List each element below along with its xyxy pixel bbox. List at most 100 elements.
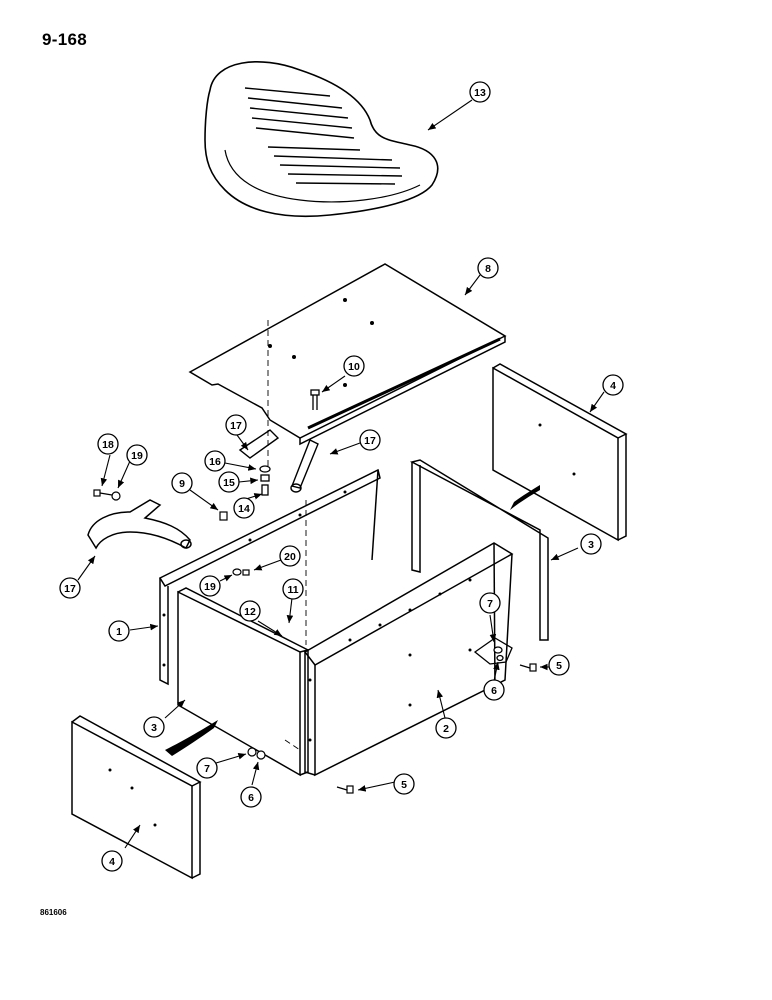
callout-leaders [77, 99, 605, 849]
callout-circle [199, 575, 221, 597]
callout-circle [580, 533, 602, 555]
callout-circle [204, 450, 226, 472]
washer-nut-19-20 [232, 568, 250, 576]
callout-label: 7 [487, 598, 493, 610]
callout-c9: 9 [171, 472, 193, 494]
bolt-10 [310, 389, 320, 410]
callout-circle [126, 444, 148, 466]
callout-label: 5 [556, 660, 562, 672]
callout-c7b: 7 [479, 592, 501, 614]
callout-c3b: 3 [580, 533, 602, 555]
callout-c1: 1 [108, 620, 130, 642]
callout-circle [233, 497, 255, 519]
callout-circle [196, 757, 218, 779]
seat-belt-strap [87, 499, 192, 550]
front-panel [177, 587, 309, 777]
callout-c13: 13 [469, 81, 491, 103]
callout-label: 12 [244, 606, 256, 618]
callout-label: 11 [287, 584, 298, 596]
callout-c15: 15 [218, 471, 240, 493]
callout-circle [225, 414, 247, 436]
callout-c5a: 5 [393, 773, 415, 795]
lid-strap-left [238, 429, 280, 459]
callout-circle [108, 620, 130, 642]
callout-circle [101, 850, 123, 872]
callout-label: 20 [284, 551, 296, 563]
callout-c2: 2 [435, 717, 457, 739]
callout-label: 8 [485, 263, 491, 275]
callout-circle [282, 578, 304, 600]
callout-circle [97, 433, 119, 455]
callout-c8: 8 [477, 257, 499, 279]
assembly-arrows [165, 485, 540, 756]
callout-c11: 11 [282, 578, 304, 600]
callout-c17a: 17 [225, 414, 247, 436]
side-panel-right [492, 363, 628, 542]
callout-c16: 16 [204, 450, 226, 472]
rear-panel [158, 468, 381, 686]
callout-circle [548, 654, 570, 676]
callout-circle [218, 471, 240, 493]
callout-circle [479, 592, 501, 614]
callout-label: 7 [204, 763, 210, 775]
callout-label: 6 [248, 792, 254, 804]
callout-label: 3 [151, 722, 157, 734]
callout-c12: 12 [239, 600, 261, 622]
callout-c4a: 4 [602, 374, 624, 396]
callout-c10: 10 [343, 355, 365, 377]
callout-c6a: 6 [240, 786, 262, 808]
callout-label: 1 [116, 626, 122, 638]
callout-c14: 14 [233, 497, 255, 519]
callout-label: 15 [223, 477, 235, 489]
callout-label: 5 [401, 779, 407, 791]
bolt-5-bottom [336, 785, 354, 794]
callout-label: 3 [588, 539, 594, 551]
callout-circle [359, 429, 381, 451]
seat-lid [188, 263, 507, 446]
lid-strap-right [290, 439, 319, 493]
box-body [303, 542, 514, 777]
callout-label: 16 [209, 456, 221, 468]
callout-label: 17 [64, 583, 76, 595]
figure-code: 861606 [40, 908, 67, 917]
seat-cushion [204, 61, 439, 218]
callout-circle [279, 545, 301, 567]
washer-nut-6-7 [247, 747, 266, 760]
side-panel-left [71, 715, 202, 880]
callout-label: 9 [179, 478, 185, 490]
callout-c19a: 19 [126, 444, 148, 466]
callout-label: 18 [102, 439, 114, 451]
callout-label: 17 [230, 420, 242, 432]
callout-label: 4 [109, 856, 115, 868]
callout-circle [143, 716, 165, 738]
callout-circle [469, 81, 491, 103]
callout-c17c: 17 [59, 577, 81, 599]
callout-c18: 18 [97, 433, 119, 455]
callout-c6b: 6 [483, 679, 505, 701]
callout-label: 19 [204, 581, 216, 593]
callout-label: 4 [610, 380, 616, 392]
callout-c4b: 4 [101, 850, 123, 872]
bolt-9 [219, 511, 228, 521]
callout-c19b: 19 [199, 575, 221, 597]
callout-c20: 20 [279, 545, 301, 567]
side-frame-right [409, 459, 549, 641]
alignment-lines [267, 320, 307, 751]
callout-label: 6 [491, 685, 497, 697]
callout-c7a: 7 [196, 757, 218, 779]
callout-c3a: 3 [143, 716, 165, 738]
callout-label: 10 [348, 361, 360, 373]
callout-circle [602, 374, 624, 396]
callout-circle [393, 773, 415, 795]
bolt-18 [93, 489, 113, 497]
callout-label: 19 [131, 450, 143, 462]
washer-19 [111, 491, 121, 501]
bolt-5-right [519, 663, 537, 672]
callout-circle [435, 717, 457, 739]
callout-label: 2 [443, 723, 449, 735]
callout-label: 14 [238, 503, 250, 515]
callout-label: 17 [364, 435, 376, 447]
callout-label: 13 [474, 87, 486, 99]
